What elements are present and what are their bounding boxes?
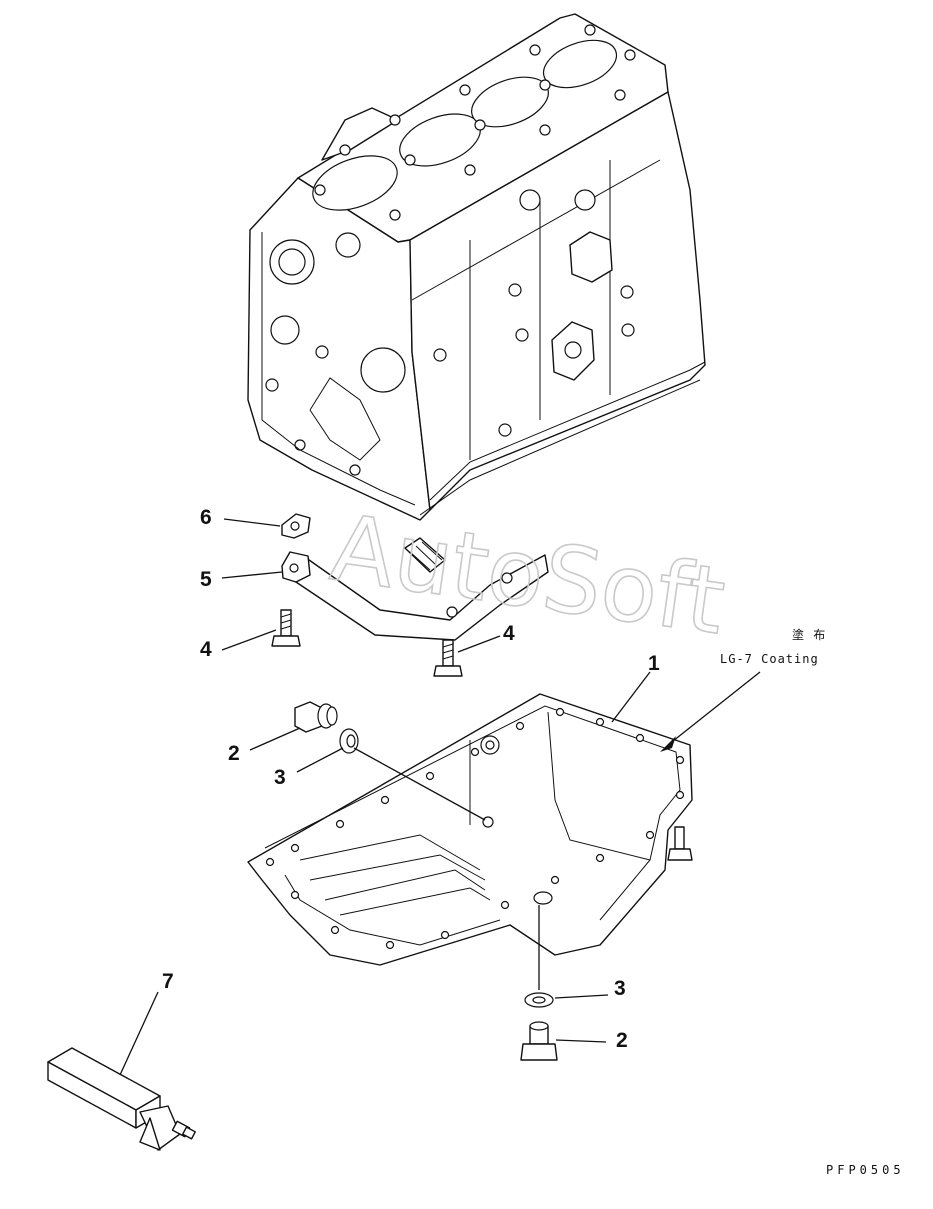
callout-7: 7: [162, 970, 174, 993]
drain-plug-lower: [520, 1021, 558, 1061]
coating-note: LG-7 Coating: [720, 652, 819, 666]
washer-lower: [524, 992, 554, 1008]
callout-3-lower: 3: [614, 977, 626, 1000]
head-bolt-holes: [314, 24, 636, 221]
washer-upper: [339, 728, 359, 754]
coating-note-japanese: 塗 布: [792, 627, 826, 642]
figure-code: PFP0505: [826, 1163, 905, 1177]
coating-arrowhead: [660, 736, 676, 752]
callout-2-lower: 2: [616, 1029, 628, 1052]
callout-6: 6: [200, 506, 212, 529]
callout-3-upper: 3: [274, 766, 286, 789]
drain-tool: [47, 1047, 196, 1151]
drain-plug-upper: [294, 701, 338, 733]
callout-2-upper: 2: [228, 742, 240, 765]
callout-5: 5: [200, 568, 212, 591]
pan-side-bolt: [667, 826, 693, 861]
flange-bolt-right: [433, 639, 463, 677]
pan-flange-holes: [265, 707, 685, 950]
oil-suction-tube: [281, 537, 549, 641]
callout-4-left: 4: [200, 638, 212, 661]
flange-bolt-left: [271, 609, 301, 647]
engine-block: [247, 13, 706, 521]
leader-lines: [119, 518, 761, 1076]
callout-4-right: 4: [503, 622, 515, 645]
suction-tube-gasket: [281, 513, 311, 539]
oil-pan: [247, 693, 693, 966]
callout-1: 1: [648, 652, 660, 675]
